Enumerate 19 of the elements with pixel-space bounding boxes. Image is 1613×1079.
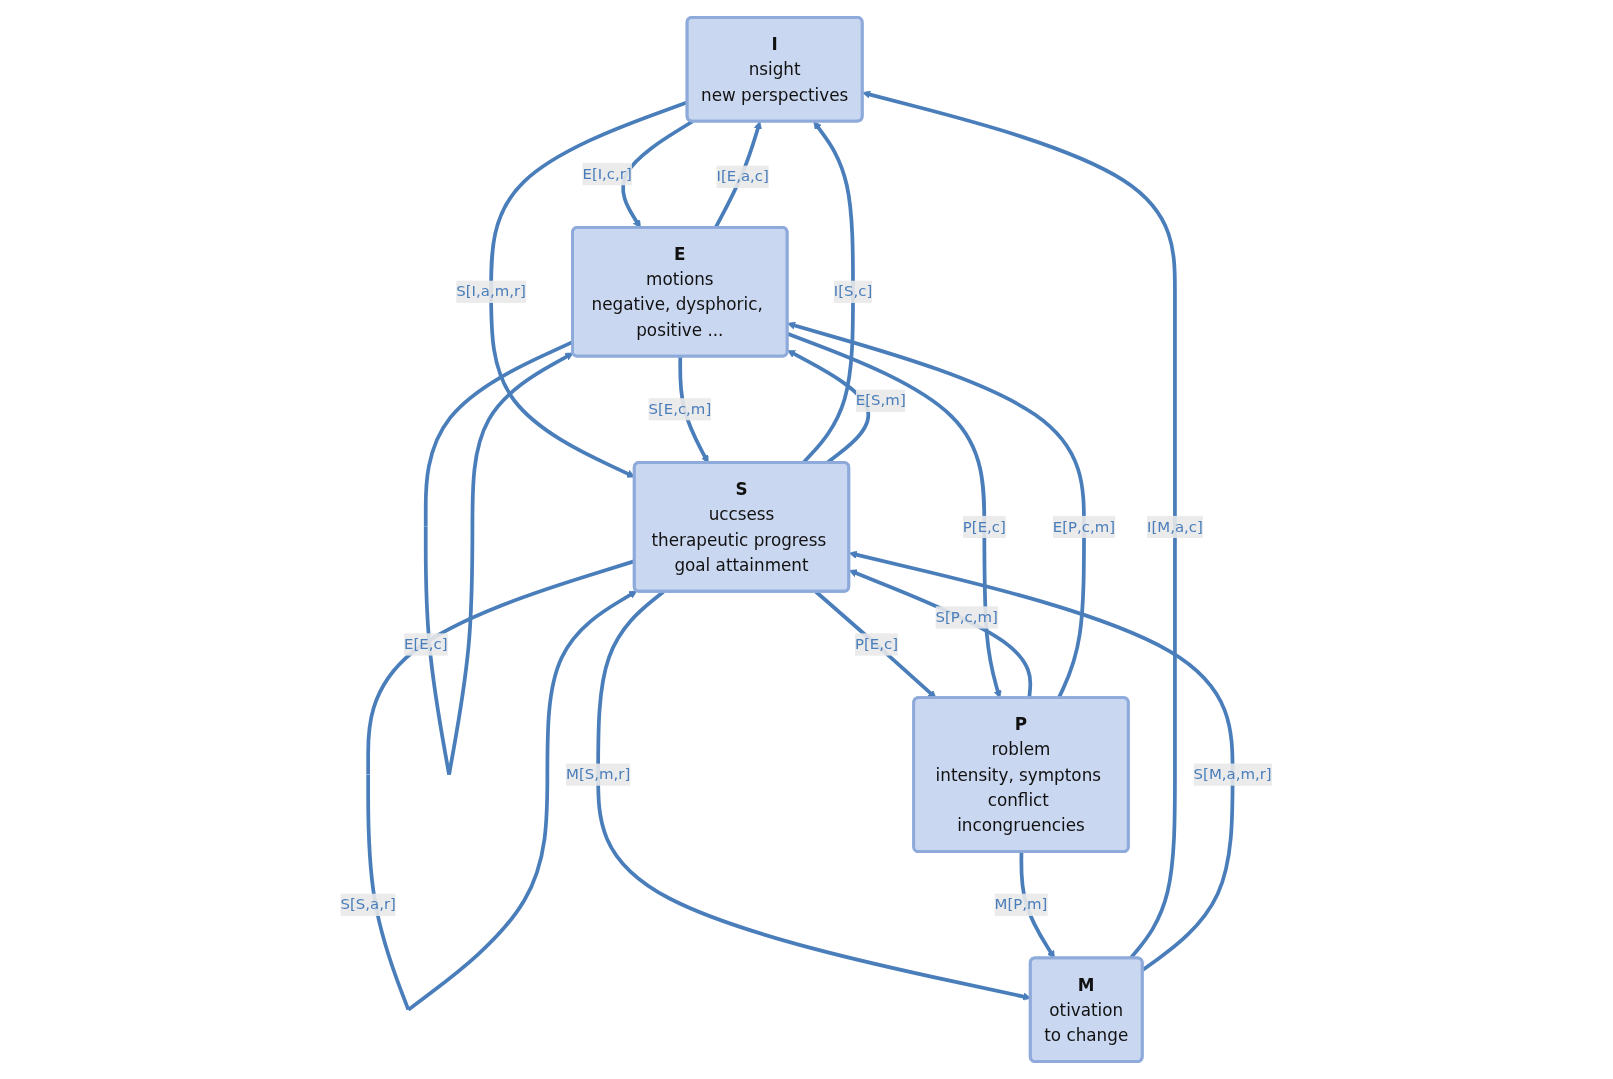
arrow [849, 550, 1235, 972]
edge-label: S[S,a,r] [340, 895, 397, 914]
edge-label: E[P,c,m] [1053, 517, 1116, 536]
edge-label: E[S,m] [856, 391, 907, 410]
edge-label: P[E,c] [855, 635, 899, 653]
edge-label: S[P,c,m] [935, 608, 999, 626]
arrow [366, 559, 638, 1012]
edge-label: S[M,a,m,r] [1194, 765, 1273, 784]
edge-label: P[E,c] [963, 517, 1007, 536]
arrow [424, 340, 575, 775]
edge-label: I[M,a,c] [1147, 517, 1204, 536]
edge-label: E[E,c] [404, 635, 448, 653]
edge-label: S[I,a,m,r] [456, 282, 527, 301]
edge-label: E[I,c,r] [582, 164, 633, 183]
edge-label: M[S,m,r] [566, 765, 631, 784]
edge-label: I[E,a,c] [716, 167, 770, 186]
edge-label: I[S,c] [834, 282, 873, 301]
edge-label: S[E,c,m] [648, 400, 712, 418]
edge-label: M[P,m] [995, 895, 1048, 914]
